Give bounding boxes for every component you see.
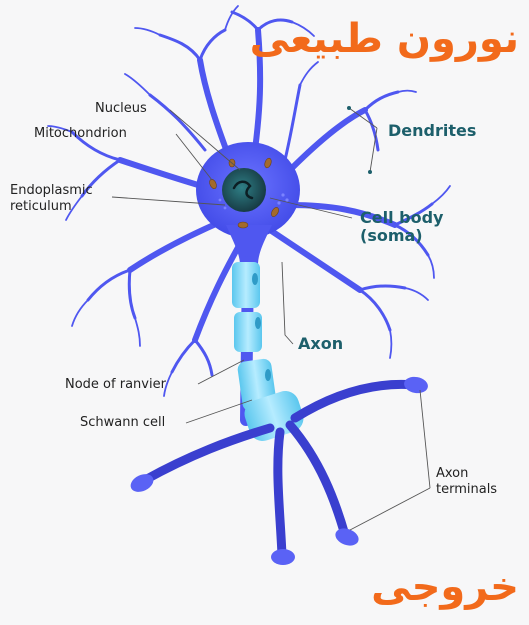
heading-axon: Axon: [298, 334, 343, 353]
heading-cell-body: Cell body: [360, 208, 443, 227]
label-mitochondrion: Mitochondrion: [34, 126, 127, 142]
nucleus: [222, 168, 266, 212]
footer-title: خروجی: [371, 562, 519, 612]
cell-body: [196, 142, 300, 265]
label-axon-terminals-2: terminals: [436, 482, 497, 498]
label-node-of-ranvier: Node of ranvier: [65, 377, 166, 393]
label-axon-terminals-1: Axon: [436, 466, 468, 482]
page-title: نورون طبیعی: [250, 14, 519, 64]
heading-soma: (soma): [360, 226, 423, 245]
label-nucleus: Nucleus: [95, 101, 147, 117]
label-reticulum: reticulum: [10, 199, 72, 215]
label-schwann-cell: Schwann cell: [80, 415, 165, 431]
axon: [128, 262, 429, 565]
heading-dendrites: Dendrites: [388, 121, 476, 140]
label-endoplasmic: Endoplasmic: [10, 183, 93, 199]
